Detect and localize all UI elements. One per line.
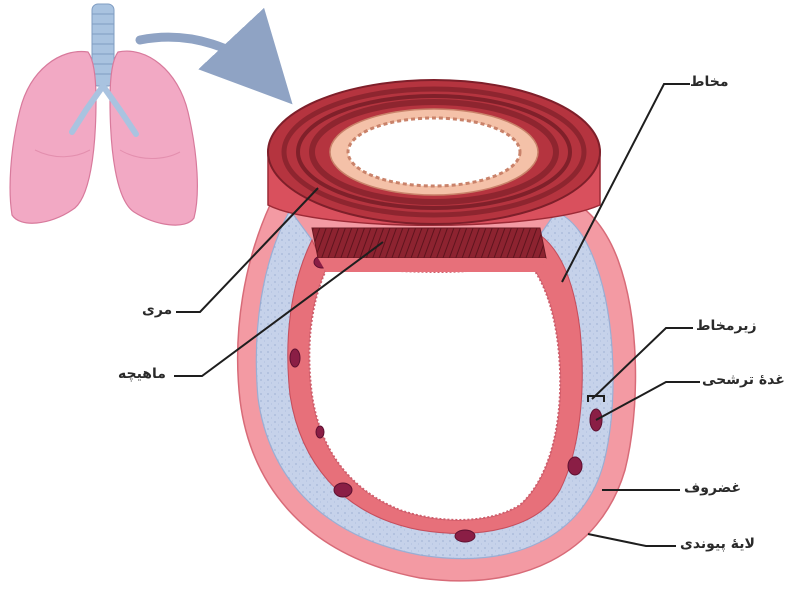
right-lung <box>110 51 197 225</box>
label-connective: لایهٔ پیوندی <box>680 536 755 552</box>
leader-connective <box>588 534 676 546</box>
label-esophagus: مری <box>142 302 172 318</box>
label-mucosa: مخاط <box>690 74 729 90</box>
label-submucosa: زیرمخاط <box>696 318 757 334</box>
left-lung <box>10 52 96 224</box>
muscle-band <box>312 228 546 258</box>
label-muscle: ماهیچه <box>118 366 166 382</box>
label-gland: غدهٔ ترشحی <box>702 372 785 388</box>
esophagus <box>268 80 600 225</box>
esophagus-lumen <box>348 118 520 186</box>
label-cartilage: غضروف <box>684 480 741 496</box>
